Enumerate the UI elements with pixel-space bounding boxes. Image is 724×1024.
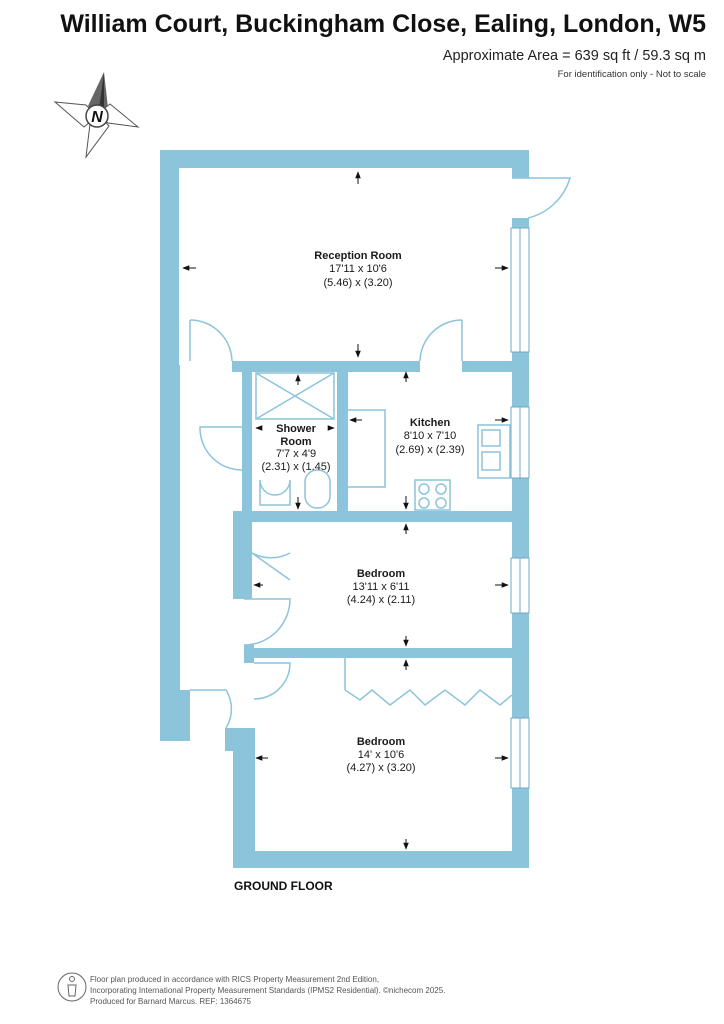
compass-rose-icon: N: [53, 72, 140, 159]
sink-icon: [477, 424, 511, 479]
dimension-arrows: [182, 171, 509, 850]
basin-icon: [259, 479, 291, 506]
footer-notes: Floor plan produced in accordance with R…: [90, 974, 445, 1007]
svg-text:Room: Room: [280, 436, 311, 448]
svg-text:13'11 x 6'11: 13'11 x 6'11: [352, 581, 409, 593]
shower-tray-icon: [255, 372, 335, 420]
svg-text:8'10 x 7'10: 8'10 x 7'10: [404, 430, 457, 442]
footer-line: Produced for Barnard Marcus. REF: 136467…: [90, 997, 251, 1006]
svg-text:(2.69) x (2.39): (2.69) x (2.39): [395, 444, 464, 456]
svg-text:Reception Room: Reception Room: [314, 250, 402, 262]
room-label-bedroom-2: Bedroom 14' x 10'6 (4.27) x (3.20): [346, 736, 415, 774]
svg-text:Bedroom: Bedroom: [357, 568, 406, 580]
footer-line: Incorporating International Property Mea…: [90, 986, 446, 995]
svg-text:(4.27) x (3.20): (4.27) x (3.20): [346, 762, 415, 774]
room-label-bedroom-1: Bedroom 13'11 x 6'11 (4.24) x (2.11): [347, 568, 415, 606]
walls: [160, 150, 529, 868]
svg-text:17'11 x 10'6: 17'11 x 10'6: [329, 263, 387, 275]
property-title: William Court, Buckingham Close, Ealing,…: [60, 10, 706, 38]
room-label-shower-room: Shower Room 7'7 x 4'9 (2.31) x (1.45): [261, 423, 330, 473]
svg-text:(5.46) x (3.20): (5.46) x (3.20): [323, 277, 392, 289]
hob-icon: [414, 479, 451, 511]
svg-text:7'7 x 4'9: 7'7 x 4'9: [276, 448, 316, 460]
svg-text:Shower: Shower: [276, 423, 316, 435]
svg-text:(2.31) x (1.45): (2.31) x (1.45): [261, 461, 330, 473]
svg-text:Kitchen: Kitchen: [410, 417, 451, 429]
svg-text:Bedroom: Bedroom: [357, 736, 406, 748]
fixtures: [255, 372, 511, 511]
approximate-area: Approximate Area = 639 sq ft / 59.3 sq m: [442, 48, 706, 64]
compass-letter: N: [91, 109, 103, 126]
measurement-standard-icon: [57, 972, 87, 1002]
toilet-icon: [304, 469, 331, 509]
room-label-kitchen: Kitchen 8'10 x 7'10 (2.69) x (2.39): [395, 417, 464, 456]
footer-line: Floor plan produced in accordance with R…: [90, 975, 380, 984]
disclaimer-note: For identification only - Not to scale: [557, 69, 706, 80]
door-swings: [189, 177, 572, 729]
floor-label: GROUND FLOOR: [234, 879, 333, 893]
svg-text:14' x 10'6: 14' x 10'6: [358, 749, 404, 761]
room-label-reception: Reception Room 17'11 x 10'6 (5.46) x (3.…: [314, 250, 402, 289]
windows: [510, 227, 530, 789]
svg-text:(4.24) x (2.11): (4.24) x (2.11): [347, 594, 415, 606]
